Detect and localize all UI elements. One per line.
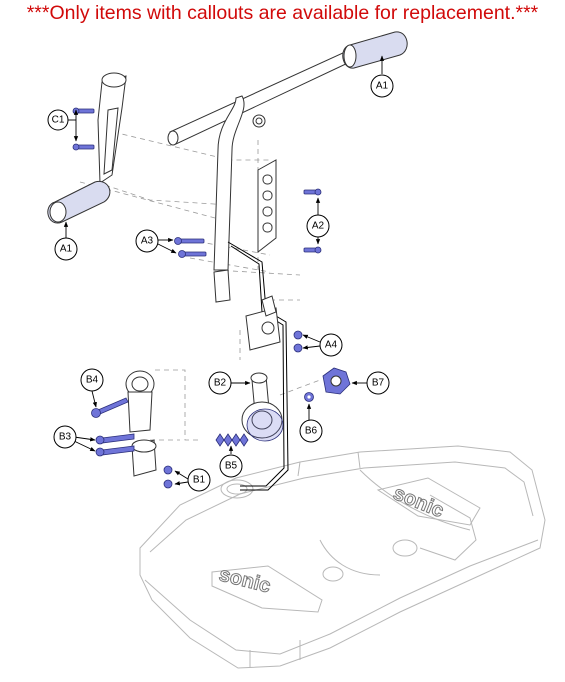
lower-brand-text: sonic — [217, 564, 273, 598]
callout-c1-label: C1 — [52, 115, 65, 126]
callout-b3-label: B3 — [59, 432, 72, 443]
replacement-notice: ***Only items with callouts are availabl… — [26, 2, 539, 24]
callout-a4: A4 — [319, 333, 343, 357]
callout-a3: A3 — [135, 229, 159, 253]
hardware — [72, 107, 322, 489]
tilt-pivot-assembly — [125, 367, 351, 477]
left-grip — [47, 180, 111, 224]
callout-b6: B6 — [299, 419, 323, 443]
lever-bracket — [245, 295, 281, 351]
a3-screws — [174, 237, 207, 258]
callout-b4: B4 — [80, 368, 104, 392]
top-grip — [342, 31, 408, 69]
upper-logo-plate: sonic — [376, 477, 481, 526]
callout-b2: B2 — [208, 371, 232, 395]
callout-b1: B1 — [187, 468, 211, 492]
callout-b4-label: B4 — [86, 375, 99, 386]
b1-nuts — [163, 465, 173, 489]
lower-logo-plate: sonic — [211, 563, 323, 613]
left-handle-clamp — [97, 72, 127, 184]
callout-a2-label: A2 — [312, 221, 325, 232]
callout-a2: A2 — [306, 214, 330, 238]
callout-a1-top-label: A1 — [376, 81, 389, 92]
callout-a3-label: A3 — [141, 236, 154, 247]
handle-bracket-plate — [257, 159, 277, 254]
callout-c1: C1 — [47, 109, 69, 131]
b4-bolt — [91, 397, 129, 418]
steering-column-lower — [213, 241, 289, 491]
callout-a1-left: A1 — [54, 237, 78, 261]
assembly-guides — [79, 129, 321, 441]
callout-b5: B5 — [219, 454, 243, 478]
callout-b3: B3 — [53, 425, 77, 449]
callout-a1-top: A1 — [370, 74, 394, 98]
callout-b7: B7 — [366, 371, 390, 395]
b3-bolts — [95, 433, 135, 457]
a4-nuts — [293, 330, 303, 353]
callout-b6-label: B6 — [305, 426, 318, 437]
callout-b2-label: B2 — [214, 378, 227, 389]
callout-b7-label: B7 — [372, 378, 385, 389]
callout-a4-label: A4 — [325, 340, 338, 351]
callout-b5-label: B5 — [225, 461, 238, 472]
callout-b1-label: B1 — [193, 475, 206, 486]
callout-a1-left-label: A1 — [60, 244, 73, 255]
a2-screws — [303, 188, 322, 254]
